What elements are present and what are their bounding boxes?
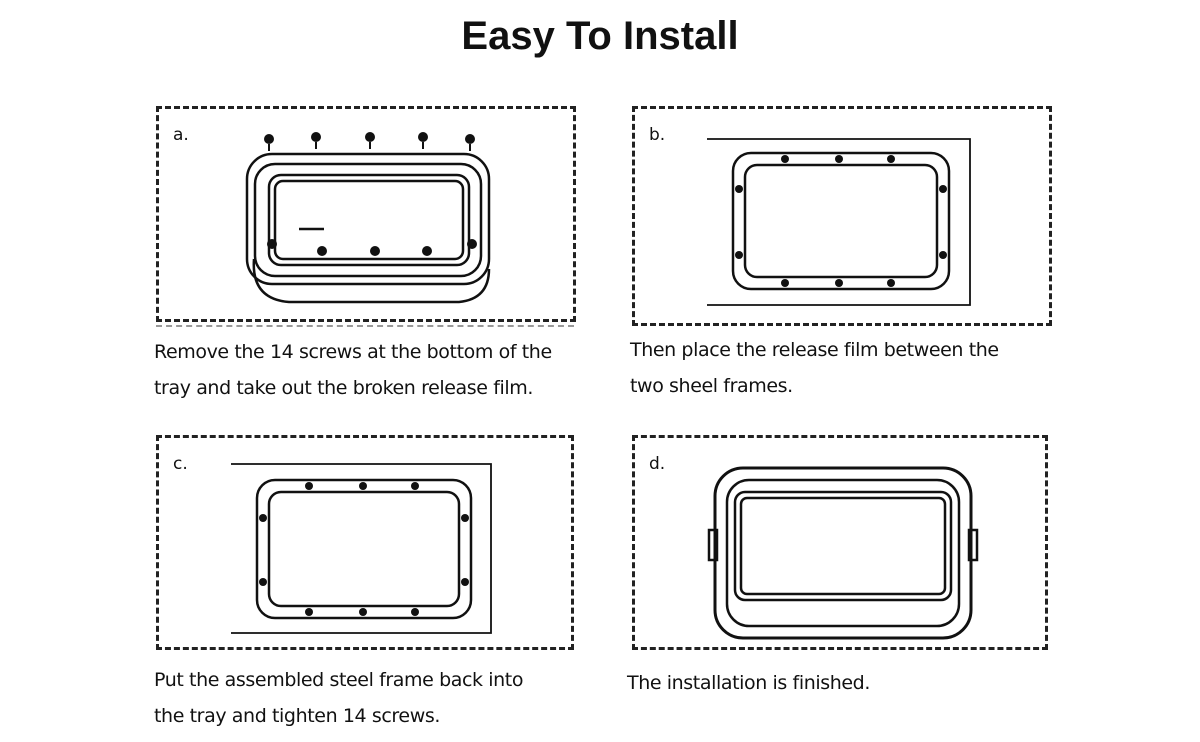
step-b-label: b. (649, 125, 666, 145)
caption-line: tray and take out the broken release fil… (154, 377, 533, 399)
page-title: Easy To Install (461, 14, 739, 58)
step-c-caption: Put the assembled steel frame back into … (154, 662, 523, 734)
step-d-panel: d. (632, 435, 1048, 650)
finished-tray-illustration (707, 466, 979, 640)
step-b-caption: Then place the release film between the … (630, 332, 999, 404)
assembled-frame-illustration (231, 463, 492, 634)
step-a-caption: Remove the 14 screws at the bottom of th… (154, 334, 552, 406)
caption-line: Then place the release film between the (630, 339, 999, 361)
caption-line: The installation is finished. (627, 672, 870, 694)
step-c-label: c. (173, 454, 188, 474)
caption-line: Put the assembled steel frame back into (154, 669, 524, 691)
step-c-panel: c. (156, 435, 574, 650)
step-b-panel: b. (632, 106, 1052, 326)
caption-line: the tray and tighten 14 screws. (154, 705, 440, 727)
step-d-label: d. (649, 454, 666, 474)
step-d-caption: The installation is finished. (627, 665, 870, 701)
film-between-frames-illustration (707, 138, 971, 306)
divider (156, 325, 574, 327)
tray-with-screws-illustration (245, 132, 491, 304)
step-a-panel: a. (156, 106, 576, 322)
step-a-label: a. (173, 125, 189, 145)
caption-line: Remove the 14 screws at the bottom of th… (154, 341, 552, 363)
caption-line: two sheel frames. (630, 375, 793, 397)
